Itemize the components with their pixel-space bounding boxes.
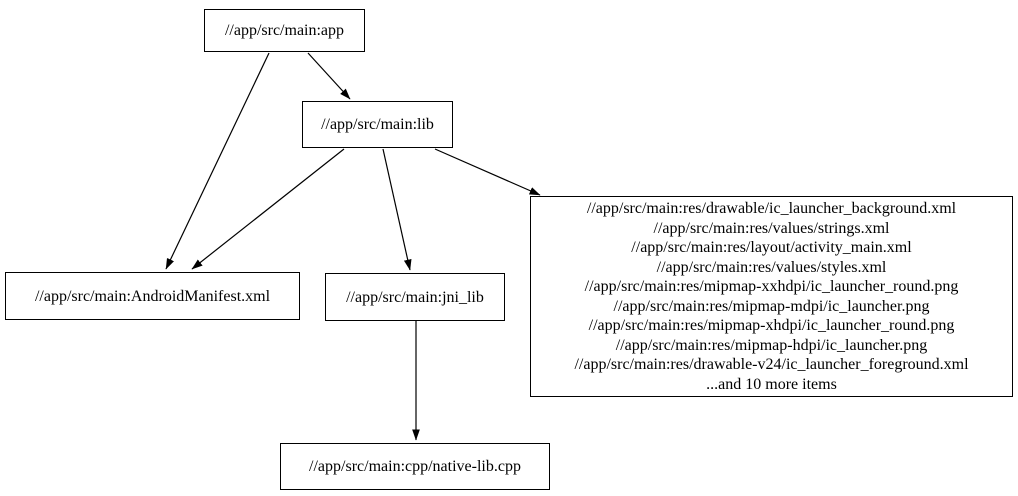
node-jni-lib-label: //app/src/main:jni_lib <box>346 288 484 306</box>
node-android-manifest: //app/src/main:AndroidManifest.xml <box>5 272 300 320</box>
node-android-manifest-label: //app/src/main:AndroidManifest.xml <box>34 287 271 305</box>
node-lib: //app/src/main:lib <box>302 101 453 148</box>
node-app-label: //app/src/main:app <box>224 22 345 39</box>
res-group-line: //app/src/main:res/drawable/ic_launcher_… <box>586 200 957 217</box>
edge-app-to-lib <box>307 52 351 100</box>
node-native-lib: //app/src/main:cpp/native-lib.cpp <box>280 443 550 490</box>
res-group-more-items: ...and 10 more items <box>706 375 837 393</box>
res-group-line: //app/src/main:res/mipmap-hdpi/ic_launch… <box>615 336 928 354</box>
res-group-line: //app/src/main:res/values/strings.xml <box>653 219 890 237</box>
node-jni-lib: //app/src/main:jni_lib <box>325 273 505 321</box>
res-group-line: //app/src/main:res/values/styles.xml <box>656 258 887 276</box>
edge-lib-to-android-manifest <box>191 148 345 270</box>
res-group-line: //app/src/main:res/mipmap-xhdpi/ic_launc… <box>588 317 955 334</box>
node-res-group: //app/src/main:res/drawable/ic_launcher_… <box>530 196 1013 397</box>
res-group-line: //app/src/main:res/layout/activity_main.… <box>631 239 912 256</box>
edge-lib-to-jni-lib <box>382 148 412 271</box>
res-group-line: //app/src/main:res/mipmap-xxhdpi/ic_laun… <box>584 278 959 295</box>
node-app: //app/src/main:app <box>204 9 365 52</box>
node-lib-label: //app/src/main:lib <box>321 116 434 133</box>
res-group-line: //app/src/main:res/drawable-v24/ic_launc… <box>574 356 969 373</box>
edge-lib-to-res-group <box>434 148 541 196</box>
edge-app-to-android-manifest <box>165 52 270 270</box>
node-native-lib-label: //app/src/main:cpp/native-lib.cpp <box>309 458 521 475</box>
res-group-line: //app/src/main:res/mipmap-mdpi/ic_launch… <box>613 297 930 315</box>
